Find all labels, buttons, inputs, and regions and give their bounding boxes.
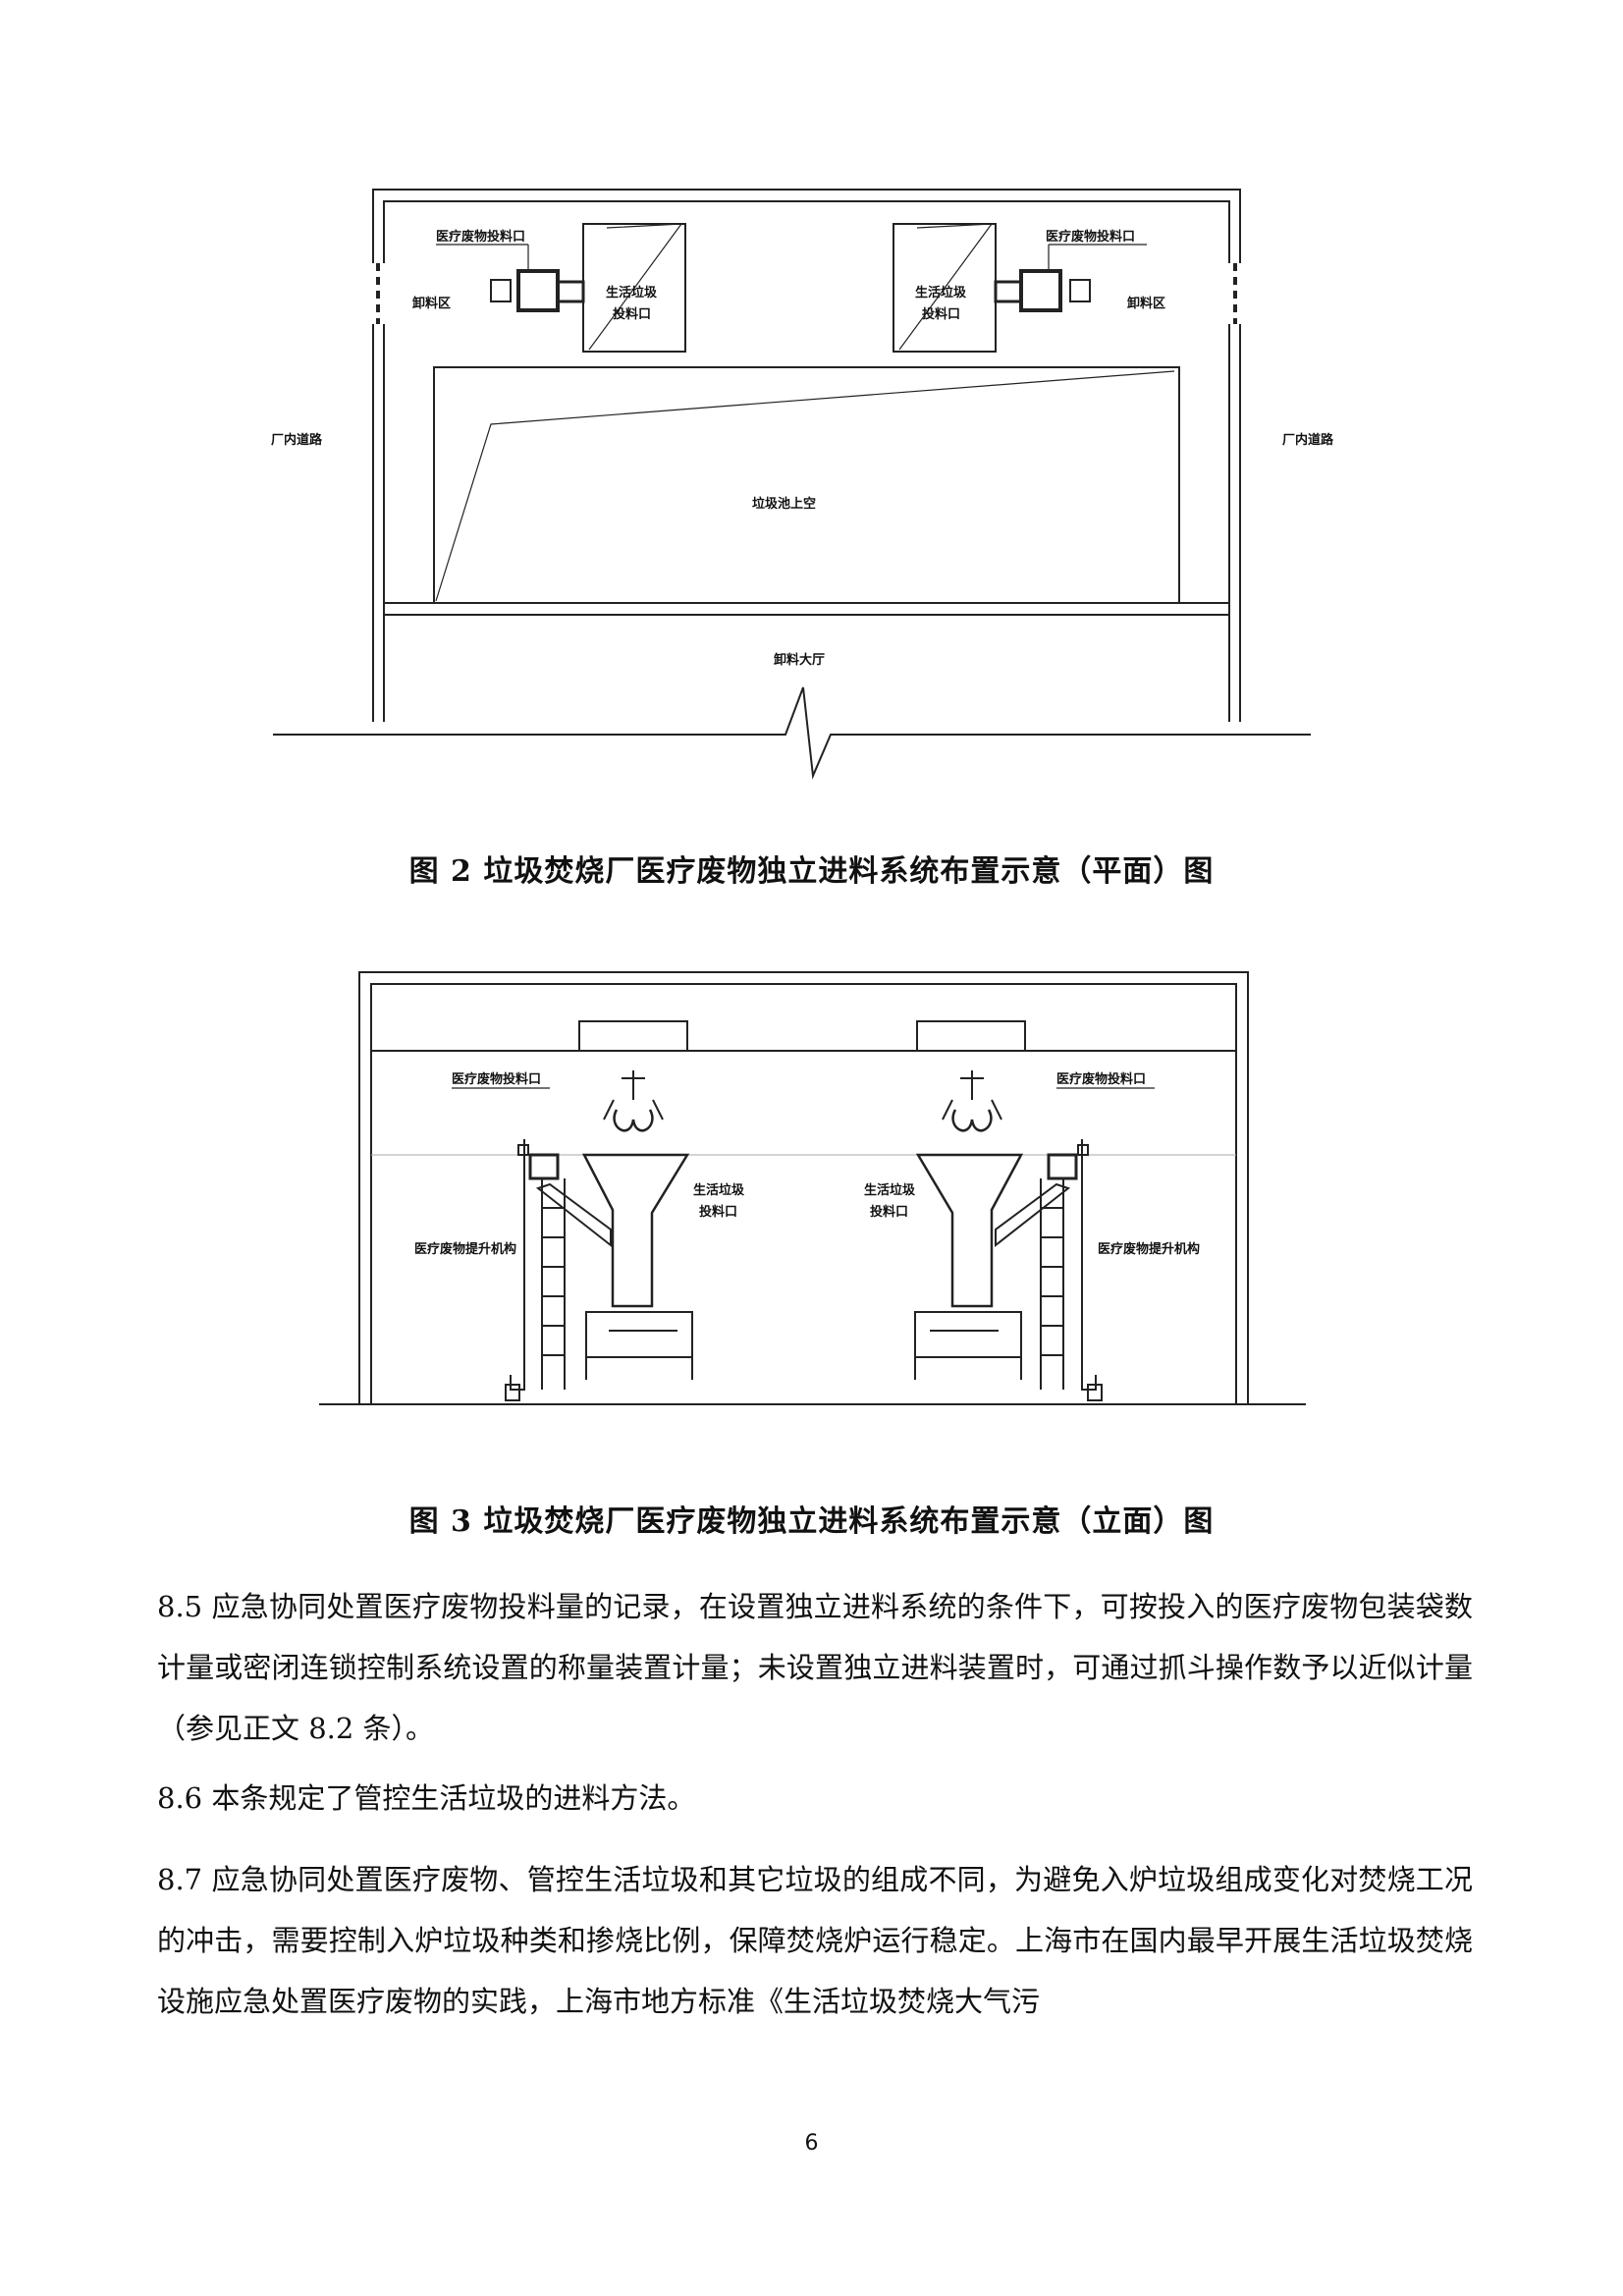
figure-2-labels: 医疗废物投料口 医疗废物投料口 卸料区 卸料区 生活垃圾 投料口 生活垃圾 投料… bbox=[271, 229, 1334, 668]
label-medical-feed-right: 医疗废物投料口 bbox=[1046, 229, 1135, 245]
label-unload-area-right: 卸料区 bbox=[1127, 296, 1165, 311]
label-domestic-feed-left-2: 投料口 bbox=[699, 1204, 737, 1220]
label-lift-right: 医疗废物提升机构 bbox=[1098, 1241, 1200, 1257]
page-figures: 医疗废物投料口 医疗废物投料口 卸料区 卸料区 生活垃圾 投料口 生活垃圾 投料… bbox=[271, 189, 1334, 1405]
label-unload-hall: 卸料大厅 bbox=[774, 652, 825, 668]
label-medical-feed-left: 医疗废物投料口 bbox=[452, 1071, 541, 1087]
label-unload-area-left: 卸料区 bbox=[412, 296, 451, 311]
label-domestic-feed-left-1: 生活垃圾 bbox=[606, 285, 658, 301]
label-pit-above: 垃圾池上空 bbox=[752, 496, 816, 512]
paragraph-8-5: 8.5 应急协同处置医疗废物投料量的记录，在设置独立进料系统的条件下，可按投入的… bbox=[157, 1590, 1473, 1745]
label-domestic-feed-right-1: 生活垃圾 bbox=[864, 1182, 916, 1198]
label-medical-feed-left: 医疗废物投料口 bbox=[436, 229, 525, 245]
figure-3-elevation bbox=[319, 971, 1306, 1405]
figure-3-labels: 医疗废物投料口 医疗废物投料口 生活垃圾 投料口 生活垃圾 投料口 医疗废物提升… bbox=[414, 1071, 1200, 1257]
paragraph-8-6: 8.6 本条规定了管控生活垃圾的进料方法。 bbox=[157, 1781, 696, 1815]
label-domestic-feed-right-2: 投料口 bbox=[870, 1204, 908, 1220]
figure-2-caption: 图 2 垃圾焚烧厂医疗废物独立进料系统布置示意（平面）图 bbox=[408, 854, 1215, 889]
figure-2-plan bbox=[273, 189, 1311, 780]
label-domestic-feed-right-2: 投料口 bbox=[922, 306, 960, 322]
paragraph-8-7: 8.7 应急协同处置医疗废物、管控生活垃圾和其它垃圾的组成不同，为避免入炉垃圾组… bbox=[157, 1863, 1473, 2018]
label-domestic-feed-right-1: 生活垃圾 bbox=[915, 285, 967, 301]
label-medical-feed-right: 医疗废物投料口 bbox=[1056, 1071, 1146, 1087]
label-lift-left: 医疗废物提升机构 bbox=[414, 1241, 516, 1257]
label-road-left: 厂内道路 bbox=[271, 432, 323, 448]
page-number: 6 bbox=[804, 2131, 819, 2156]
label-domestic-feed-left-1: 生活垃圾 bbox=[693, 1182, 745, 1198]
label-domestic-feed-left-2: 投料口 bbox=[613, 306, 651, 322]
figure-3-caption: 图 3 垃圾焚烧厂医疗废物独立进料系统布置示意（立面）图 bbox=[408, 1504, 1215, 1539]
label-road-right: 厂内道路 bbox=[1282, 432, 1334, 448]
